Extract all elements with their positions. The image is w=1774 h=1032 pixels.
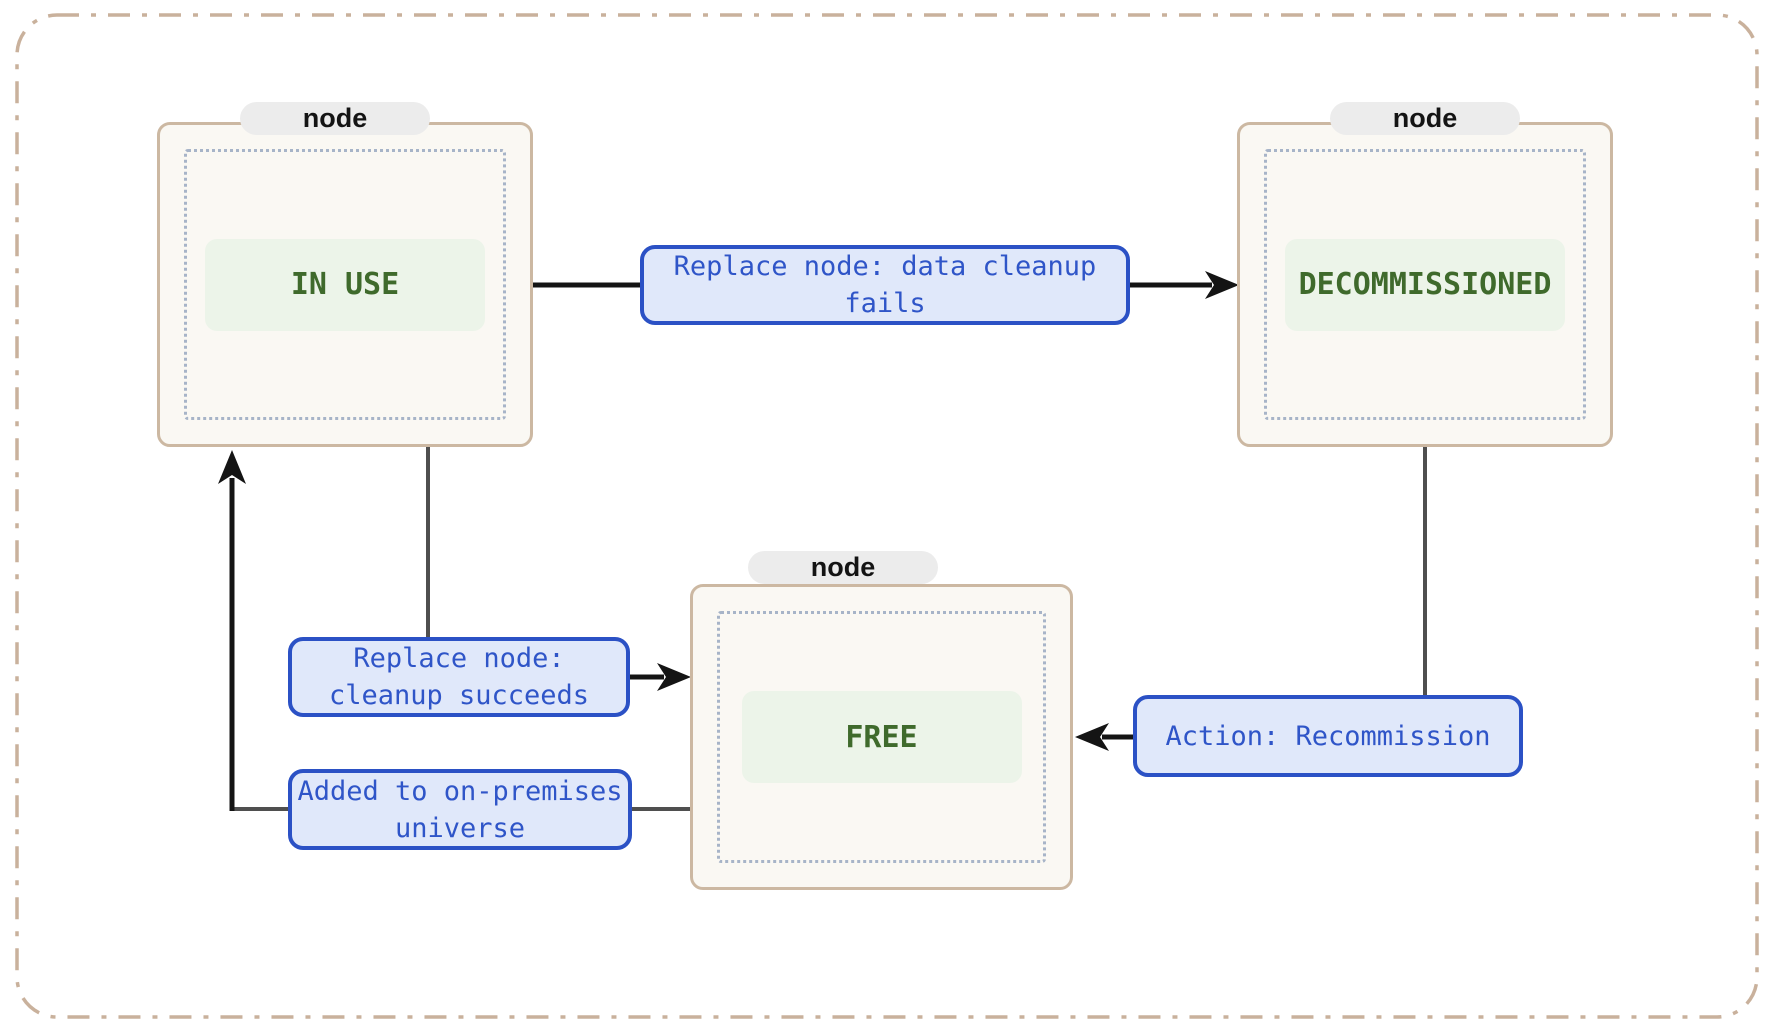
state-node-in-use: IN USE bbox=[157, 122, 533, 447]
state-badge: FREE bbox=[741, 691, 1022, 783]
edge-label-replace-node-cleanup-succeeds: Replace node: cleanup succeeds bbox=[288, 637, 630, 717]
edge-label-line: Action: Recommission bbox=[1165, 720, 1491, 752]
edge-label-line: Replace node: bbox=[353, 643, 565, 674]
edge-label-line: Replace node: data cleanup bbox=[673, 251, 1097, 282]
edge-label-line: cleanup succeeds bbox=[328, 680, 590, 711]
arrowhead-right-icon bbox=[657, 663, 691, 691]
node-type-pill: node bbox=[1330, 102, 1520, 135]
inner-dotted-region bbox=[184, 149, 506, 420]
arrowhead-right-icon bbox=[1205, 271, 1239, 299]
inner-dotted-region bbox=[717, 611, 1046, 863]
node-type-pill: node bbox=[240, 102, 430, 135]
node-type-pill: node bbox=[748, 551, 938, 584]
arrowhead-left-icon bbox=[1075, 723, 1109, 751]
edge-label-line: Added to on-premises bbox=[297, 775, 623, 807]
inner-dotted-region bbox=[1264, 149, 1586, 420]
state-badge: DECOMMISSIONED bbox=[1285, 238, 1565, 331]
outer-frame-border bbox=[15, 13, 1759, 1019]
edge-label-action-recommission: Action: Recommission bbox=[1133, 695, 1523, 777]
edge-label-line: universe bbox=[394, 812, 526, 844]
state-badge: IN USE bbox=[205, 238, 485, 331]
arrowhead-up-icon bbox=[218, 450, 246, 484]
edge-label-added-to-on-premises-universe: Added to on-premises universe bbox=[288, 769, 632, 850]
state-node-decommissioned: DECOMMISSIONED bbox=[1237, 122, 1613, 447]
edge-label-replace-node-data-cleanup-fails: Replace node: data cleanup fails bbox=[640, 245, 1130, 325]
state-node-free: FREE bbox=[690, 584, 1073, 890]
edge-label-line: fails bbox=[844, 288, 926, 319]
